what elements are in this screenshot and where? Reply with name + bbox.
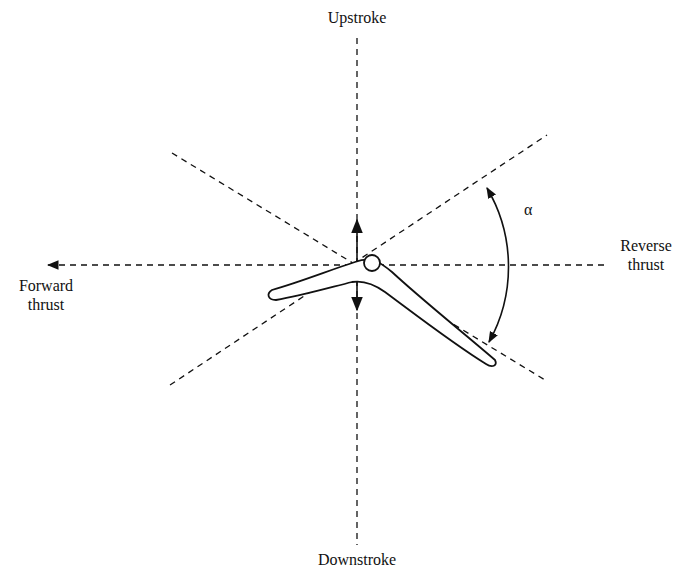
thrust-label: Reverse thrust	[608, 236, 684, 274]
vertical-axis	[356, 38, 357, 545]
angle-symbol: α	[522, 200, 534, 219]
stroke-label: Upstroke	[326, 8, 389, 27]
upstroke-arrow	[356, 220, 358, 262]
stroke-label: Downstroke	[316, 550, 398, 569]
wing-section	[269, 255, 496, 366]
wing-outline	[269, 260, 496, 366]
diagonal-line	[170, 135, 547, 385]
thrust-label: Forward thrust	[8, 276, 84, 314]
wing-joint	[364, 255, 380, 271]
angle-arc	[487, 188, 508, 342]
